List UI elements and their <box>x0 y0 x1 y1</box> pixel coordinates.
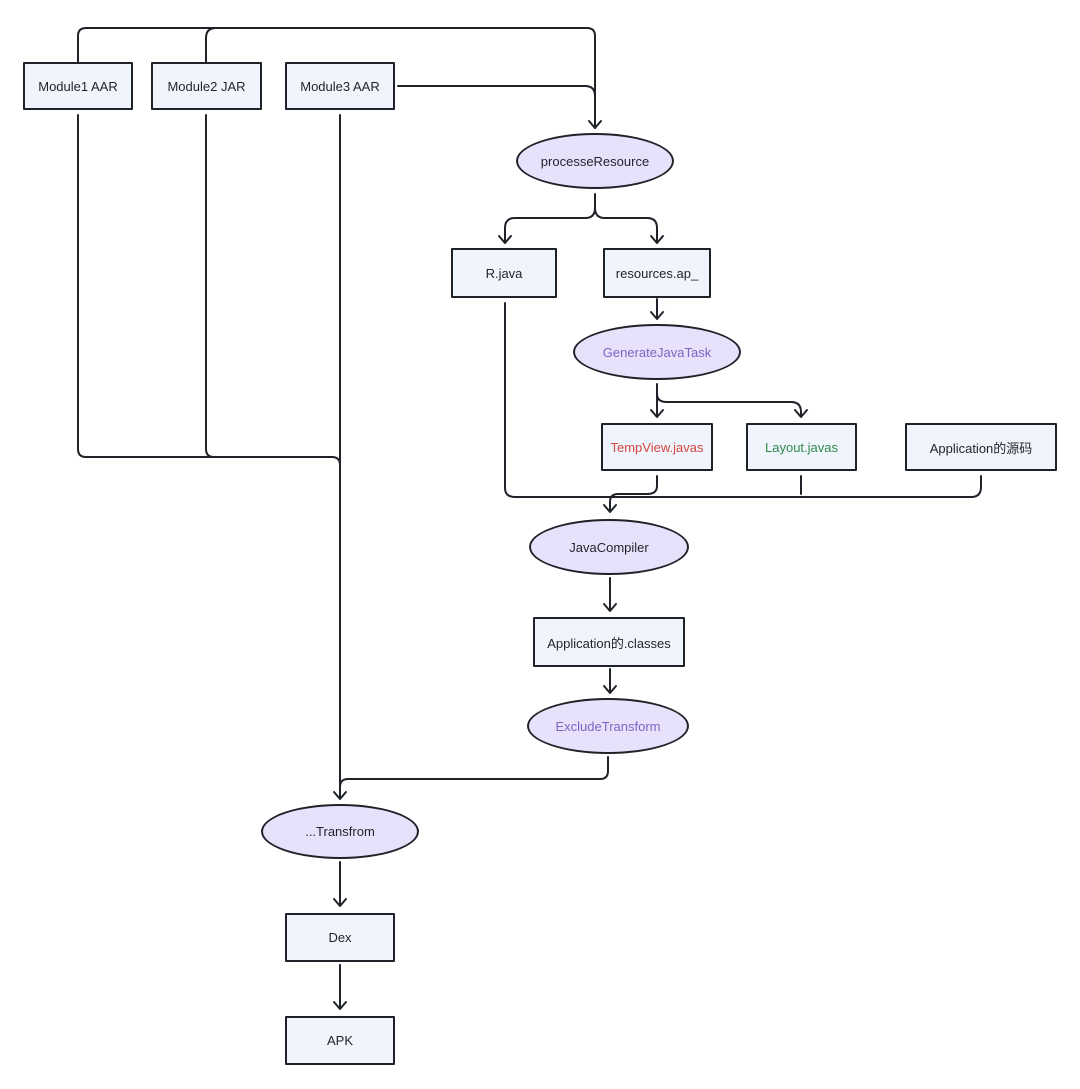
process-resource-label: processeResource <box>540 153 650 169</box>
r-java-label: R.java <box>485 265 523 281</box>
edge-module1-top <box>77 27 596 129</box>
edge-exclude-transfrom <box>339 756 609 788</box>
exclude-transform-label: ExcludeTransform <box>555 718 661 734</box>
apk-node[interactable]: APK <box>285 1016 395 1065</box>
application-source-node[interactable]: Application的源码 <box>905 423 1057 471</box>
module1-aar-label: Module1 AAR <box>38 78 118 94</box>
edge-module2-top <box>205 27 217 63</box>
arrowhead-generate-java-task <box>650 311 664 320</box>
edge-rjava-compiler <box>504 302 982 498</box>
resources-ap-node[interactable]: resources.ap_ <box>603 248 711 298</box>
arrowhead-tempview <box>650 409 664 418</box>
tempview-javas-node[interactable]: TempView.javas <box>601 423 713 471</box>
edge-module3-process <box>397 85 596 129</box>
arrowhead-apk <box>333 1001 347 1010</box>
tempview-javas-label: TempView.javas <box>610 439 704 455</box>
exclude-transform-node[interactable]: ExcludeTransform <box>527 698 689 754</box>
application-classes-label: Application的.classes <box>547 635 671 651</box>
edge-generate-branches <box>656 383 802 417</box>
module3-aar-label: Module3 AAR <box>300 78 380 94</box>
dex-label: Dex <box>328 930 352 945</box>
edge-tempview-compiler <box>609 475 658 512</box>
edge-module2-down <box>205 114 215 458</box>
application-classes-node[interactable]: Application的.classes <box>533 617 685 667</box>
module1-aar-node[interactable]: Module1 AAR <box>23 62 133 110</box>
application-source-label: Application的源码 <box>929 440 1033 456</box>
dex-node[interactable]: Dex <box>285 913 395 962</box>
arrowhead-r-java <box>498 235 512 244</box>
java-compiler-label: JavaCompiler <box>569 539 649 555</box>
arrowhead-process-resource <box>588 120 602 129</box>
module2-jar-label: Module2 JAR <box>167 78 246 94</box>
java-compiler-node[interactable]: JavaCompiler <box>529 519 689 575</box>
transfrom-label: ...Transfrom <box>305 824 375 839</box>
generate-java-task-label: GenerateJavaTask <box>602 344 712 360</box>
arrowhead-resources-ap <box>650 235 664 244</box>
generate-java-task-node[interactable]: GenerateJavaTask <box>573 324 741 380</box>
arrowhead-app-classes <box>603 603 617 612</box>
module2-jar-node[interactable]: Module2 JAR <box>151 62 262 110</box>
process-resource-node[interactable]: processeResource <box>516 133 674 189</box>
arrowhead-java-compiler <box>603 504 617 513</box>
module3-aar-node[interactable]: Module3 AAR <box>285 62 395 110</box>
edge-process-branches <box>504 193 658 243</box>
transfrom-node[interactable]: ...Transfrom <box>261 804 419 859</box>
resources-ap-label: resources.ap_ <box>615 265 699 281</box>
layout-javas-node[interactable]: Layout.javas <box>746 423 857 471</box>
layout-javas-label: Layout.javas <box>765 439 838 455</box>
arrowhead-dex <box>333 898 347 907</box>
arrowhead-layout <box>794 409 808 418</box>
arrowhead-exclude-transform <box>603 685 617 694</box>
r-java-node[interactable]: R.java <box>451 248 557 298</box>
edge-module1-down <box>77 114 341 466</box>
apk-label: APK <box>326 1033 353 1048</box>
arrowhead-transfrom <box>333 791 347 800</box>
